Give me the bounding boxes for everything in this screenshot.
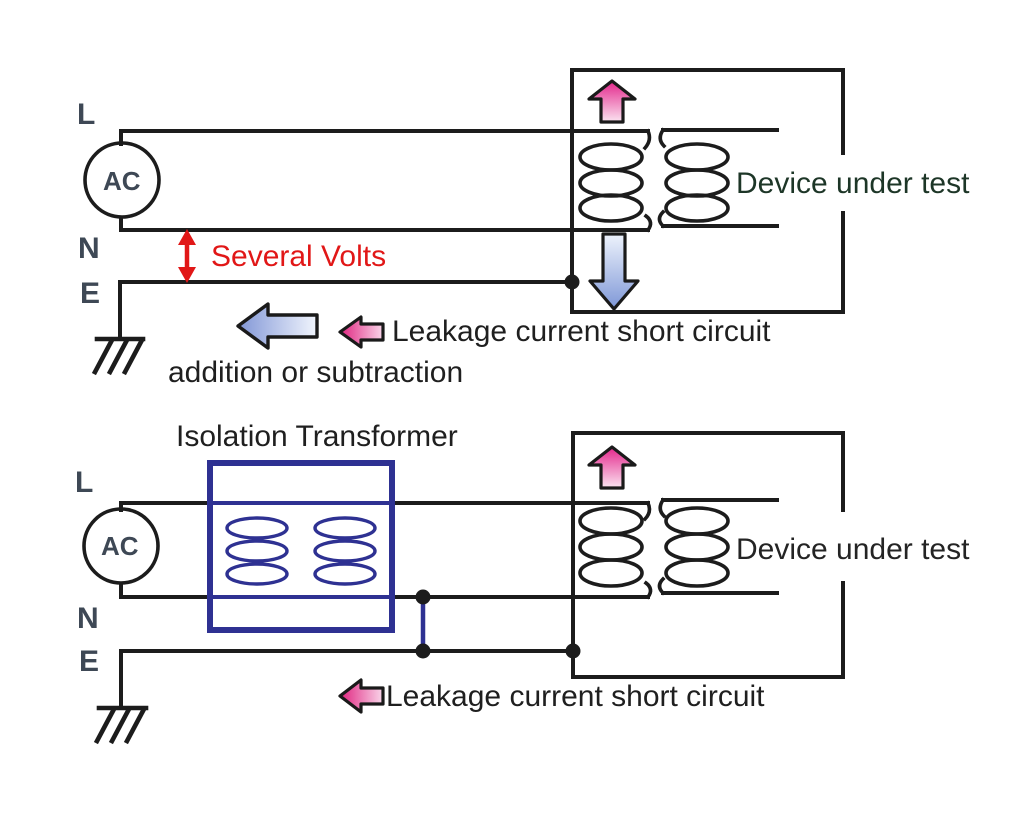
isolation-transformer-title: Isolation Transformer <box>176 420 458 453</box>
bottom-terminal-l-label: L <box>75 466 94 499</box>
bottom-leakage-label: Leakage current short circuit <box>386 680 765 713</box>
several-volts-arrow-icon <box>178 229 196 283</box>
isolation-transformer-box <box>207 460 395 633</box>
bottom-terminal-n-label: N <box>77 602 99 635</box>
top-e-junction-dot <box>564 274 580 290</box>
top-device-under-test-label: Device under test <box>736 167 970 200</box>
bottom-leak-left-arrow-icon <box>338 678 385 714</box>
top-ground-icon <box>91 336 146 376</box>
bottom-terminal-e-label: E <box>79 645 100 678</box>
top-leakage-label: Leakage current short circuit <box>392 315 771 348</box>
top-leak-down-arrow-icon <box>588 232 640 311</box>
several-volts-label: Several Volts <box>211 240 387 273</box>
bottom-ground-icon <box>93 705 149 745</box>
top-terminal-e-label: E <box>80 277 101 310</box>
top-device-box <box>570 68 845 314</box>
bottom-junction-dots <box>415 589 581 659</box>
bottom-leak-up-arrow-icon <box>587 445 637 490</box>
bottom-primary-coil <box>578 500 653 600</box>
top-leak-left-arrow-icon <box>338 315 385 349</box>
addition-subtraction-label: addition or subtraction <box>168 356 464 389</box>
top-ac-source-label: AC <box>103 166 141 196</box>
top-terminal-l-label: L <box>77 98 96 131</box>
top-secondary-coil <box>657 127 779 229</box>
top-addition-left-arrow-icon <box>236 302 319 350</box>
top-l-wire <box>119 129 650 146</box>
bottom-device-box <box>571 431 845 679</box>
top-circuit <box>83 68 845 376</box>
bottom-l-wire <box>119 501 650 512</box>
bottom-n-wire <box>119 582 650 599</box>
top-terminal-n-label: N <box>78 232 100 265</box>
top-n-wire <box>119 216 650 232</box>
top-primary-coil <box>578 128 653 233</box>
top-leak-up-arrow-icon <box>587 79 637 124</box>
bottom-ac-source-label: AC <box>101 531 139 561</box>
top-e-wire <box>118 280 574 340</box>
isolation-transformer <box>207 460 426 654</box>
bottom-secondary-coil <box>657 497 779 596</box>
bottom-device-under-test-label: Device under test <box>736 533 970 566</box>
